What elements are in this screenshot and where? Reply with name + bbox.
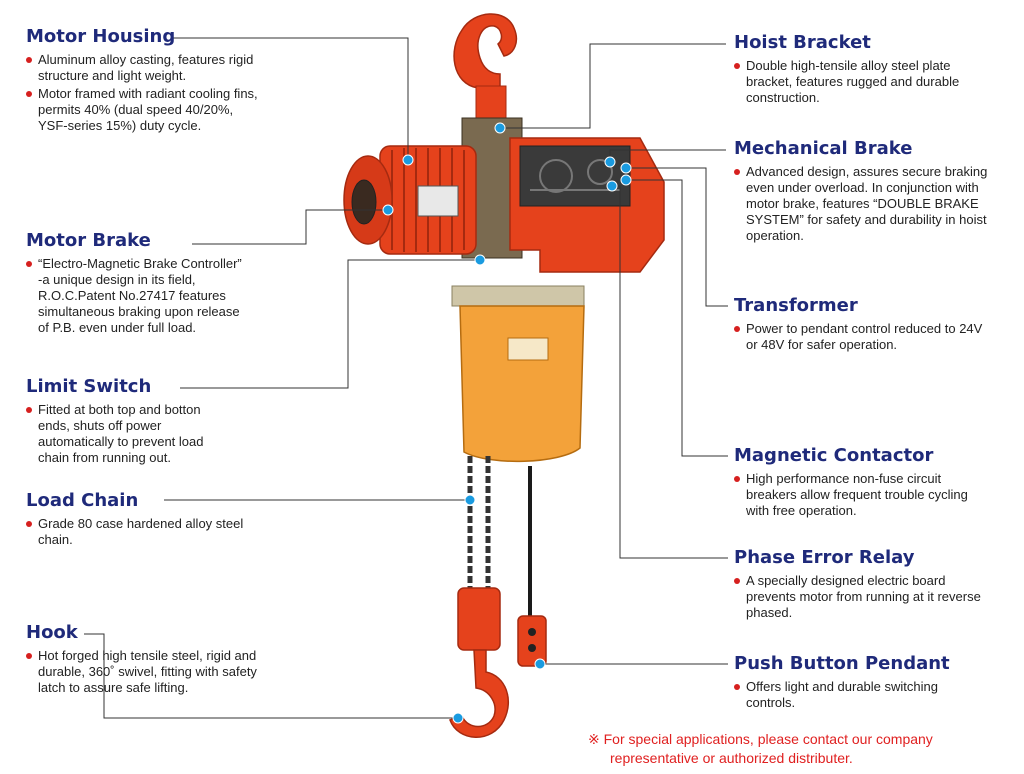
leader-motor-brake: [192, 209, 388, 245]
motor-brake-bullet-1: “Electro-Magnetic Brake Controller” -a u…: [26, 256, 244, 336]
motor-housing-bullet-2: Motor framed with radiant cooling fins, …: [26, 86, 266, 134]
label-transformer: Transformer Power to pendant control red…: [734, 295, 984, 353]
leader-motor-housing: [172, 37, 409, 160]
brake-disc: [351, 179, 377, 225]
hoist-bracket-title: Hoist Bracket: [734, 32, 871, 53]
hoist-illustration: [343, 13, 665, 738]
dot-mechanical-brake: [604, 156, 616, 168]
label-motor-housing: Motor Housing Aluminum alloy casting, fe…: [26, 26, 266, 134]
dot-hoist-bracket: [494, 122, 506, 134]
note-line-1: ※ For special applications, please conta…: [588, 731, 933, 747]
note-line-2: representative or authorized distributer…: [610, 750, 853, 766]
bottom-block: [457, 587, 501, 651]
push-button-pendant-bullet-1: Offers light and durable switching contr…: [734, 679, 984, 711]
dot-load-chain: [464, 494, 476, 506]
motor-housing-title: Motor Housing: [26, 26, 176, 47]
label-hoist-bracket: Hoist Bracket Double high-tensile alloy …: [734, 32, 994, 106]
label-phase-error-relay: Phase Error Relay A specially designed e…: [734, 547, 984, 621]
pendant-button-up: [528, 628, 536, 636]
bag-mount: [451, 285, 585, 307]
hook-shank: [475, 85, 507, 121]
marker-dots: [382, 122, 632, 724]
special-applications-note: ※ For special applications, please conta…: [588, 730, 1008, 768]
mechanism-window: [519, 145, 631, 207]
push-button-pendant-body: [517, 615, 547, 667]
mechanical-brake-bullet-1: Advanced design, assures secure braking …: [734, 164, 1004, 244]
label-push-button-pendant: Push Button Pendant Offers light and dur…: [734, 653, 984, 711]
load-chain-title: Load Chain: [26, 490, 139, 511]
transformer-bullet-1: Power to pendant control reduced to 24V …: [734, 321, 984, 353]
leader-hook: [84, 633, 458, 719]
label-hook: Hook Hot forged high tensile steel, rigi…: [26, 622, 258, 696]
load-chain-bullet-1: Grade 80 case hardened alloy steel chain…: [26, 516, 276, 548]
motor-housing-bullet-1: Aluminum alloy casting, features rigid s…: [26, 52, 266, 84]
dot-limit-switch: [474, 254, 486, 266]
hook-title: Hook: [26, 622, 78, 643]
bag-label: [507, 337, 549, 361]
label-motor-brake: Motor Brake “Electro-Magnetic Brake Cont…: [26, 230, 244, 336]
motor-brake-title: Motor Brake: [26, 230, 151, 251]
dot-transformer: [620, 162, 632, 174]
hoist-bracket-bullet-1: Double high-tensile alloy steel plate br…: [734, 58, 994, 106]
leader-transformer: [626, 167, 728, 307]
magnetic-contactor-bullet-1: High performance non-fuse circuit breake…: [734, 471, 984, 519]
label-magnetic-contactor: Magnetic Contactor High performance non-…: [734, 445, 984, 519]
mechanical-brake-title: Mechanical Brake: [734, 138, 913, 159]
dot-magnetic-contactor: [620, 174, 632, 186]
chain-bag: [459, 305, 585, 463]
bottom-hook: [449, 649, 509, 738]
leader-hoist-bracket: [500, 43, 726, 129]
dot-motor-brake: [382, 204, 394, 216]
push-button-pendant-title: Push Button Pendant: [734, 653, 950, 674]
dot-push-button-pendant: [534, 658, 546, 670]
dot-motor-housing: [402, 154, 414, 166]
leader-limit-switch: [180, 259, 480, 389]
load-chain-strands: [467, 456, 491, 590]
transformer-title: Transformer: [734, 295, 858, 316]
phase-error-relay-bullet-1: A specially designed electric board prev…: [734, 573, 984, 621]
phase-error-relay-title: Phase Error Relay: [734, 547, 915, 568]
gear-detail: [530, 159, 620, 193]
magnetic-contactor-title: Magnetic Contactor: [734, 445, 934, 466]
limit-switch-title: Limit Switch: [26, 376, 152, 397]
dot-hook: [452, 712, 464, 724]
top-hook: [453, 13, 518, 89]
label-mechanical-brake: Mechanical Brake Advanced design, assure…: [734, 138, 1004, 244]
leader-magnetic-contactor: [626, 179, 728, 457]
pendant-button-down: [528, 644, 536, 652]
label-limit-switch: Limit Switch Fitted at both top and bott…: [26, 376, 231, 466]
label-load-chain: Load Chain Grade 80 case hardened alloy …: [26, 490, 276, 548]
limit-switch-bullet-1: Fitted at both top and botton ends, shut…: [26, 402, 231, 466]
dot-phase-error-relay: [606, 180, 618, 192]
nameplate: [417, 185, 459, 217]
hook-bullet-1: Hot forged high tensile steel, rigid and…: [26, 648, 258, 696]
